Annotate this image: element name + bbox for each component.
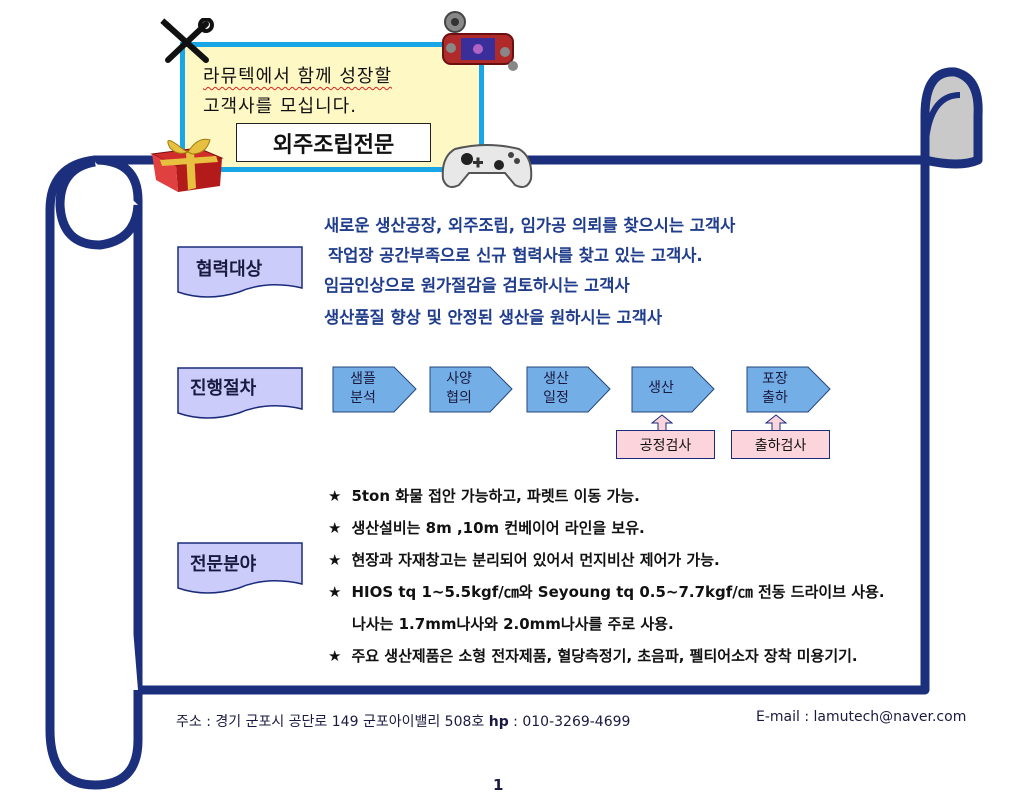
step-1: 샘플 분석: [350, 371, 376, 406]
game-console-icon: [442, 11, 518, 71]
target-line-4: 생산품질 향상 및 안정된 생산을 원하시는 고객사: [324, 308, 663, 327]
tools-icon: [160, 18, 214, 63]
scroll-panel: [90, 155, 930, 695]
spec-item-2: ★생산설비는 8m ,10m 컨베이어 라인을 보유.: [328, 519, 645, 537]
step-arrow-5: [746, 366, 831, 413]
tag-targets-shape: [177, 246, 303, 298]
process-arrows: [332, 366, 831, 413]
step-4: 생산: [648, 380, 674, 396]
step-5: 포장 출하: [762, 371, 788, 406]
page-number: 1: [493, 776, 504, 794]
step-arrow-2: [429, 366, 513, 413]
step-arrow-3: [526, 366, 611, 413]
star-icon: ★: [328, 519, 342, 537]
star-icon: ★: [328, 487, 342, 505]
footer-hp-label: hp: [488, 714, 509, 730]
spec-item-6: ★주요 생산제품은 소형 전자제품, 혈당측정기, 초음파, 펠티어소자 장착 …: [328, 647, 858, 665]
scroll-left-curl: [55, 157, 143, 250]
spec-item-3: ★현장과 자재창고는 분리되어 있어서 먼지비산 제어가 가능.: [328, 551, 720, 569]
header-line1: 라뮤텍에서 함께 성장할: [203, 66, 393, 87]
spec-item-1: ★5ton 화물 접안 가능하고, 파렛트 이동 가능.: [328, 487, 640, 505]
target-line-1: 새로운 생산공장, 외주조립, 임가공 의뢰를 찾으시는 고객사: [324, 216, 736, 235]
tag-specialty-shape: [177, 542, 303, 594]
footer-hp-value: : 010-3269-4699: [508, 714, 631, 730]
scroll-right-curl: [920, 67, 983, 169]
gift-box-icon: [150, 138, 224, 192]
inspection-shipping: 출하검사: [731, 430, 830, 459]
step-arrow-4: [631, 366, 715, 413]
star-icon: ★: [328, 647, 342, 665]
page-title: 외주조립전문: [236, 123, 431, 162]
spec-item-5: 나사는 1.7mm나사와 2.0mm나사를 주로 사용.: [352, 615, 674, 633]
scroll-left-roll: [45, 155, 143, 790]
step-3: 생산 일정: [543, 371, 569, 406]
target-line-2: 작업장 공간부족으로 신규 협력사를 찾고 있는 고객사.: [328, 246, 703, 265]
label-specialty: 전문분야: [190, 554, 257, 575]
star-icon: ★: [328, 551, 342, 569]
inspection-process: 공정검사: [616, 430, 715, 459]
label-process: 진행절차: [190, 378, 257, 399]
spec-item-4: ★HIOS tq 1~5.5kgf/㎝와 Seyoung tq 0.5~7.7k…: [328, 583, 885, 601]
footer-contact: 주소 : 경기 군포시 공단로 149 군포아이밸리 508호 hp : 010…: [176, 711, 630, 731]
target-line-3: 임금인상으로 원가절감을 검토하시는 고객사: [324, 276, 630, 295]
tag-process-shape: [177, 367, 303, 419]
footer-email: E-mail : lamutech@naver.com: [756, 709, 967, 725]
label-targets: 협력대상: [196, 259, 263, 280]
game-controller-icon: [441, 144, 533, 188]
footer-address: 주소 : 경기 군포시 공단로 149 군포아이밸리 508호: [176, 714, 485, 730]
scroll-right-curl-inner: [922, 92, 961, 161]
star-icon: ★: [328, 583, 342, 601]
header-line2: 고객사를 모십니다.: [203, 96, 357, 117]
step-arrow-1: [332, 366, 417, 413]
step-2: 사양 협의: [446, 371, 472, 406]
